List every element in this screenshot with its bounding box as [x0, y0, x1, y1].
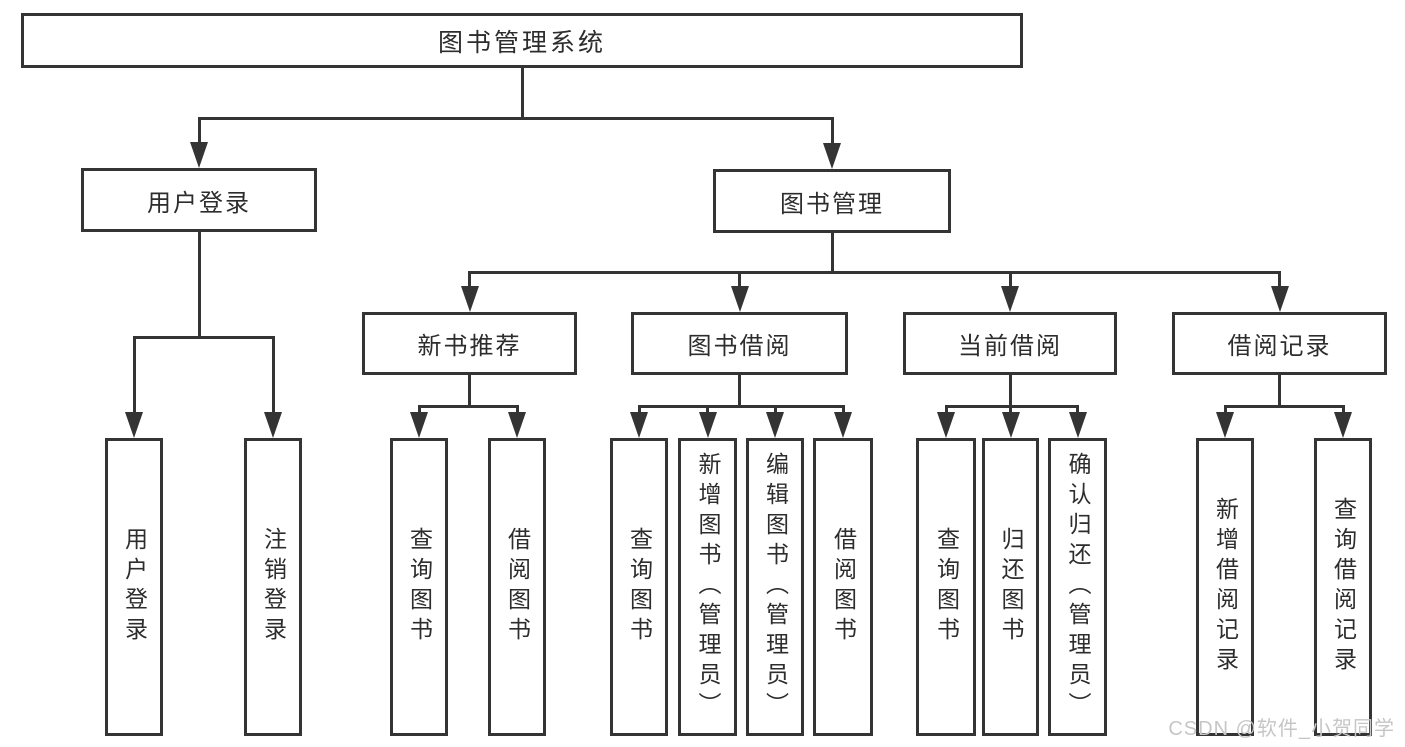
connector-stem	[738, 373, 741, 408]
node-leaf-cb-return: 归还图书	[982, 438, 1039, 736]
arrow-down-icon	[1001, 286, 1019, 312]
node-borrow-records: 借阅记录	[1172, 312, 1387, 375]
node-book-mgmt: 图书管理	[713, 169, 951, 233]
node-label: 确认归还（管理员）	[1065, 452, 1091, 722]
connector-bar	[132, 336, 275, 339]
node-label: 查询借阅记录	[1330, 497, 1357, 677]
node-leaf-user-login: 用户登录	[105, 438, 163, 736]
node-leaf-br-add: 新增借阅记录	[1196, 438, 1254, 736]
connector-drop	[944, 405, 948, 418]
connector-stem	[1008, 373, 1012, 408]
connector-bar	[637, 405, 845, 408]
node-label: 用户登录	[147, 189, 251, 217]
connector-drop	[1076, 405, 1079, 418]
node-leaf-bb-query: 查询图书	[610, 438, 668, 736]
arrow-down-icon	[460, 286, 479, 312]
arrow-down-icon	[1001, 412, 1020, 438]
connector-drop	[132, 336, 136, 418]
arrow-down-icon	[1216, 412, 1234, 438]
connector-drop	[1341, 405, 1345, 418]
connector-drop	[468, 271, 471, 292]
arrow-down-icon	[264, 412, 282, 438]
arrow-down-icon	[698, 412, 717, 438]
node-label: 图书管理	[780, 190, 884, 218]
connector-stem	[520, 66, 524, 120]
node-label: 当前借阅	[958, 333, 1062, 360]
connector-drop	[417, 405, 421, 418]
node-user-login: 用户登录	[81, 168, 317, 232]
node-current-borrow: 当前借阅	[903, 312, 1117, 375]
node-leaf-rec-borrow: 借阅图书	[488, 438, 546, 736]
node-book-borrow: 图书借阅	[631, 312, 848, 375]
node-label: 图书管理系统	[437, 28, 606, 57]
node-label: 新增借阅记录	[1212, 497, 1239, 677]
connector-drop	[1278, 271, 1281, 292]
node-leaf-bb-add: 新增图书（管理员）	[678, 438, 737, 736]
arrow-down-icon	[410, 412, 428, 438]
node-label: 查询图书	[933, 527, 960, 647]
arrow-down-icon	[834, 412, 852, 438]
node-label: 借阅图书	[830, 527, 857, 647]
arrow-down-icon	[937, 412, 955, 438]
connector-stem	[197, 230, 201, 339]
arrow-down-icon	[730, 286, 749, 312]
node-label: 查询图书	[406, 527, 433, 647]
node-leaf-bb-borrow: 借阅图书	[813, 438, 873, 736]
arrow-down-icon	[1068, 412, 1087, 438]
node-root: 图书管理系统	[21, 13, 1023, 68]
node-label: 借阅图书	[504, 527, 531, 647]
node-leaf-br-query: 查询借阅记录	[1314, 438, 1372, 736]
connector-drop	[706, 405, 709, 418]
connector-drop	[773, 405, 777, 418]
node-label: 新增图书（管理员）	[695, 452, 721, 722]
watermark: CSDN @软件_小贺同学	[1168, 718, 1395, 740]
connector-drop	[1009, 405, 1012, 418]
arrow-down-icon	[1270, 286, 1289, 312]
connector-drop	[271, 336, 275, 418]
connector-drop	[1008, 271, 1012, 292]
node-label: 注销登录	[260, 527, 287, 647]
connector-bar	[1223, 405, 1345, 408]
node-new-book-rec: 新书推荐	[362, 312, 577, 375]
connector-bar	[417, 405, 519, 408]
node-label: 借阅记录	[1227, 333, 1332, 360]
connector-drop	[515, 405, 519, 418]
connector-drop	[1223, 405, 1227, 418]
node-label: 用户登录	[121, 527, 148, 647]
node-leaf-cb-query: 查询图书	[916, 438, 976, 736]
arrow-down-icon	[1334, 412, 1352, 438]
node-leaf-cb-confirm: 确认归还（管理员）	[1048, 438, 1107, 736]
node-label: 查询图书	[626, 527, 653, 647]
connector-drop	[197, 117, 201, 148]
node-leaf-logout: 注销登录	[244, 438, 302, 736]
arrow-down-icon	[190, 142, 208, 168]
connector-stem	[468, 373, 471, 408]
arrow-down-icon	[630, 412, 648, 438]
arrow-down-icon	[508, 412, 526, 438]
node-label: 图书借阅	[687, 333, 792, 360]
arrow-down-icon	[766, 412, 784, 438]
node-label: 新书推荐	[417, 333, 522, 360]
arrow-down-icon	[125, 412, 143, 438]
node-leaf-rec-query: 查询图书	[390, 438, 448, 736]
node-leaf-bb-edit: 编辑图书（管理员）	[746, 438, 804, 736]
connector-drop	[637, 405, 641, 418]
arrow-down-icon	[823, 143, 841, 169]
connector-bar	[197, 117, 834, 120]
connector-stem	[1278, 373, 1281, 408]
connector-drop	[841, 405, 845, 418]
connector-drop	[738, 271, 741, 292]
node-label: 编辑图书（管理员）	[762, 452, 789, 722]
connector-stem	[830, 231, 834, 274]
connector-bar	[468, 271, 1281, 274]
connector-drop	[830, 117, 834, 149]
node-label: 归还图书	[998, 527, 1024, 647]
